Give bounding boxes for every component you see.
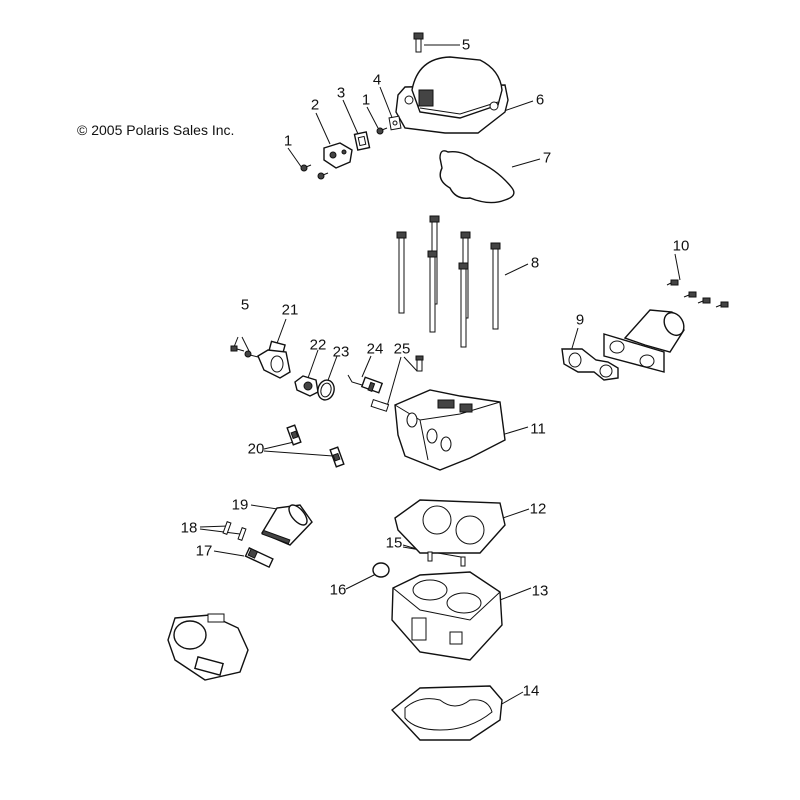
screws-part-18	[222, 521, 247, 541]
throttle-body	[167, 613, 249, 681]
exhaust-manifold	[603, 309, 685, 373]
bolt-part-1a	[300, 164, 329, 180]
copyright-notice: © 2005 Polaris Sales Inc.	[77, 122, 235, 138]
callout-17: 17	[195, 542, 213, 560]
plate-part-4	[388, 115, 402, 131]
head-gasket-part-12	[394, 499, 506, 554]
bolt-part-1b	[376, 127, 388, 135]
temp-sensor-part-24	[347, 374, 384, 394]
valve-cover-part-6	[395, 56, 509, 134]
callout-25: 25	[393, 340, 411, 358]
callout-6: 6	[535, 91, 545, 109]
callout-22: 22	[309, 336, 327, 354]
callout-3: 3	[336, 84, 346, 102]
callout-1: 1	[283, 132, 293, 150]
cylinder-part-13	[391, 571, 503, 661]
callout-2: 2	[310, 96, 320, 114]
callout-15: 15	[385, 534, 403, 552]
callout-19: 19	[231, 496, 249, 514]
bolts-part-5b	[230, 345, 259, 358]
callout-20: 20	[247, 440, 265, 458]
callout-10: 10	[672, 237, 690, 255]
sensor-part-2	[323, 142, 353, 169]
callout-5: 5	[240, 296, 250, 314]
callout-13: 13	[531, 582, 549, 600]
callout-14: 14	[522, 682, 540, 700]
callout-4: 4	[372, 71, 382, 89]
gasket-part-7	[439, 150, 515, 204]
callout-8: 8	[530, 254, 540, 272]
callout-1: 1	[361, 91, 371, 109]
fittings-part-25	[370, 355, 424, 412]
sensor-part-17	[244, 547, 274, 569]
base-gasket-part-14	[390, 685, 503, 741]
studs-part-8	[396, 215, 501, 348]
callout-16: 16	[329, 581, 347, 599]
callout-18: 18	[180, 519, 198, 537]
bolt-part-5	[413, 32, 424, 53]
callout-9: 9	[575, 311, 585, 329]
exhaust-gasket-part-9	[561, 348, 619, 381]
o-ring-part-23	[317, 379, 335, 401]
callout-11: 11	[530, 420, 546, 438]
callout-12: 12	[529, 500, 547, 518]
thermostat-part-22	[294, 375, 319, 397]
callout-21: 21	[281, 301, 299, 319]
dowels-part-15	[427, 551, 466, 567]
callout-5: 5	[461, 36, 471, 54]
callout-7: 7	[542, 149, 552, 167]
gasket-part-3	[353, 131, 371, 151]
cylinder-head-part-11	[394, 389, 506, 471]
callout-24: 24	[366, 340, 384, 358]
bolts-part-10	[666, 279, 729, 308]
callout-23: 23	[332, 343, 350, 361]
thermostat-housing-part-21	[257, 340, 291, 379]
plug-part-16	[372, 562, 390, 578]
intake-boot-part-19	[260, 504, 313, 546]
spark-plugs-part-20	[286, 424, 345, 468]
